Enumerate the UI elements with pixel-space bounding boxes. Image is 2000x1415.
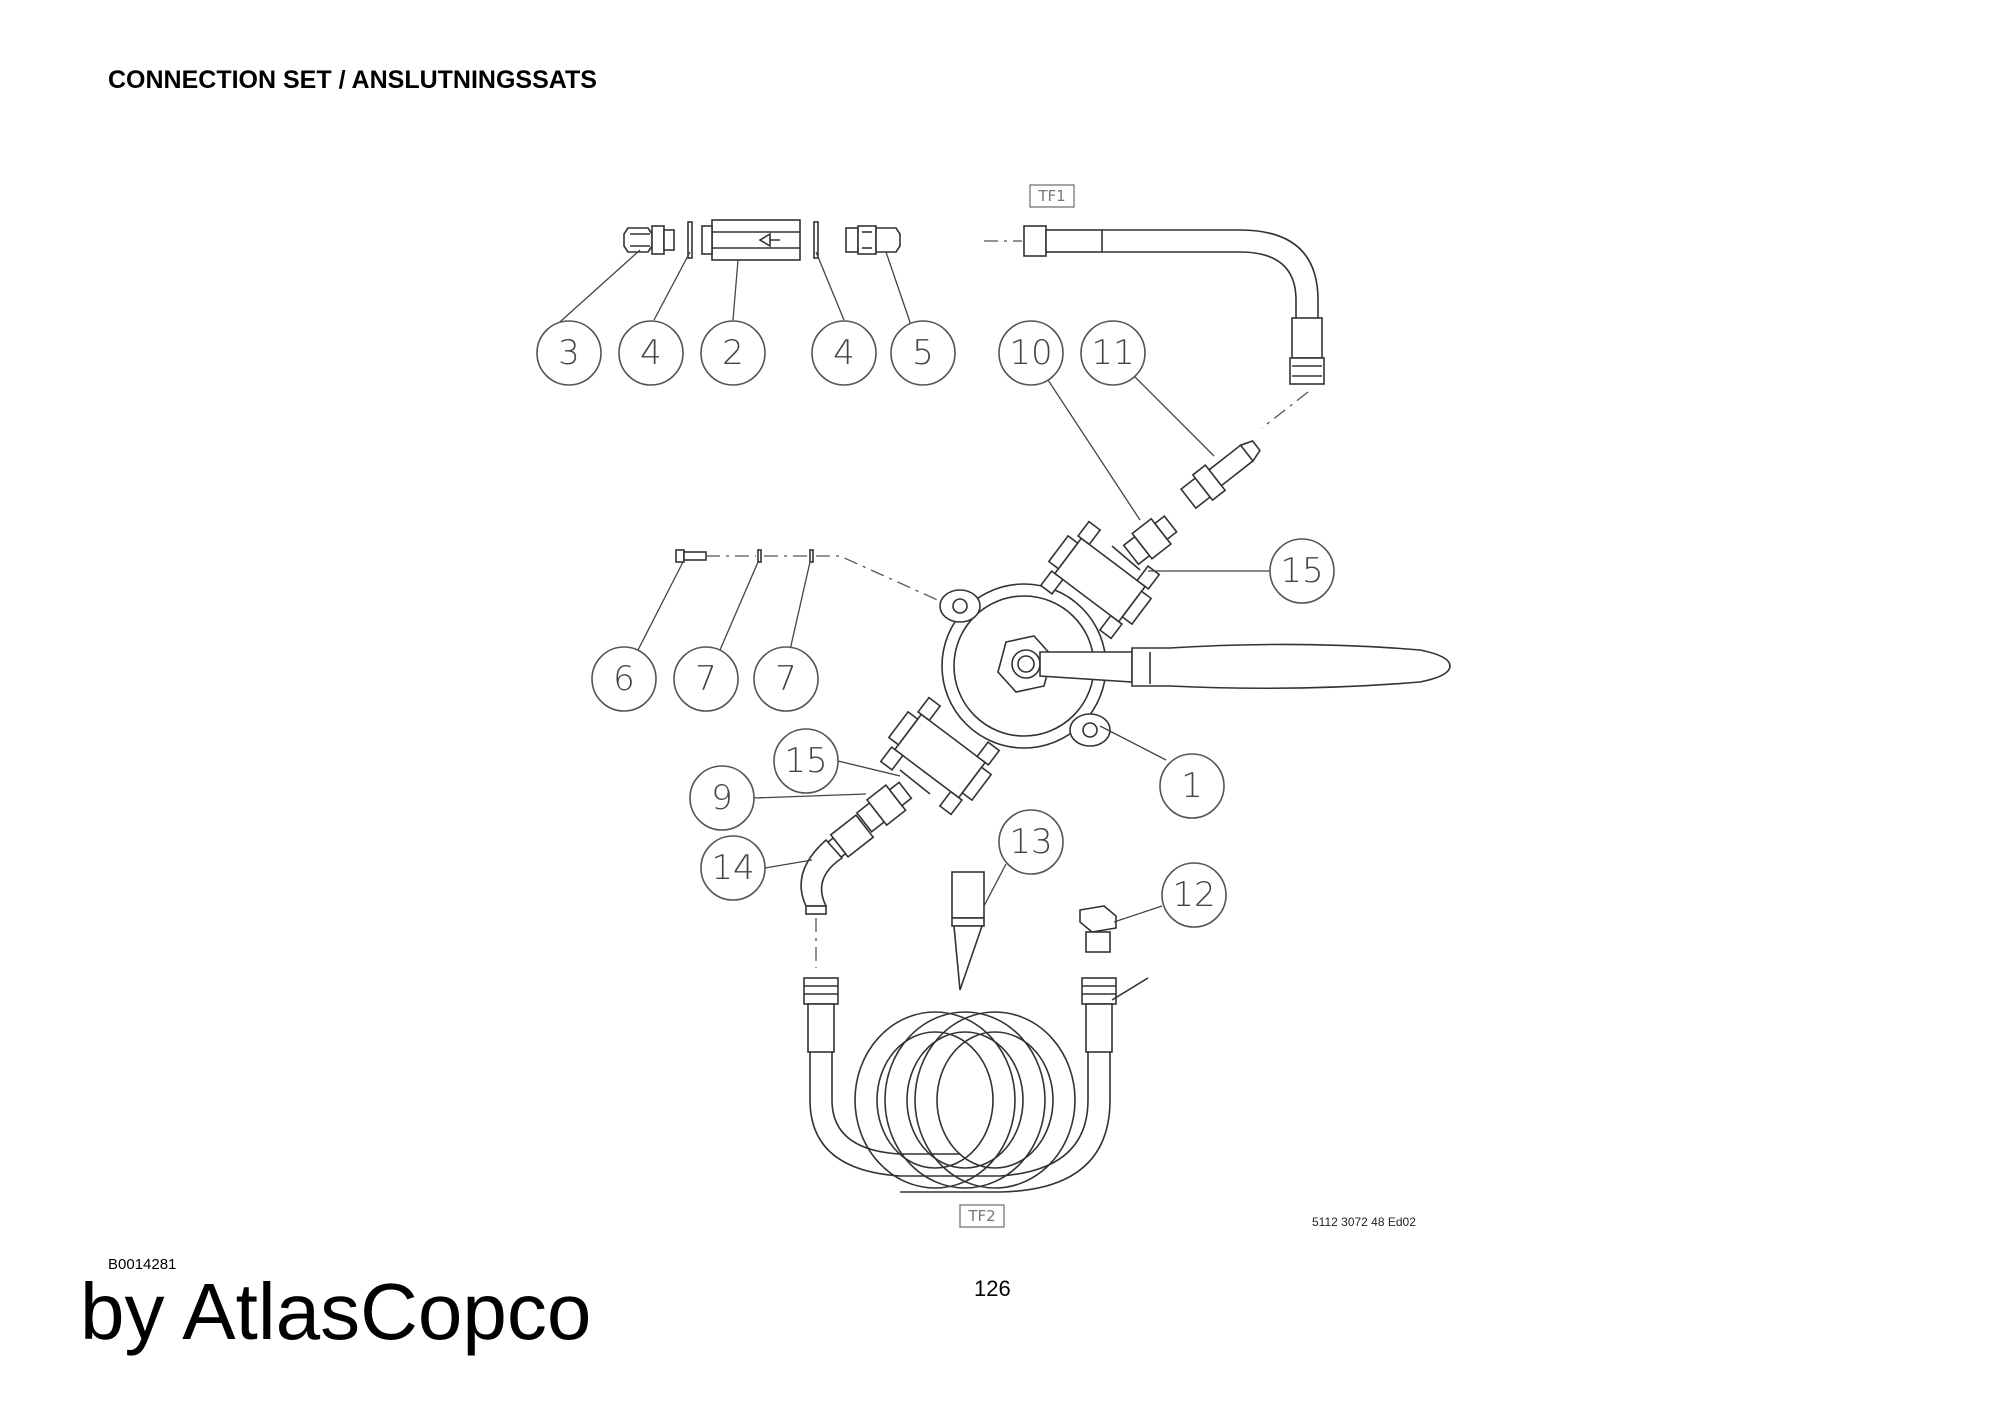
washer-part-4a — [687, 221, 693, 259]
fitting-part-9 — [855, 781, 913, 833]
fitting-part-11 — [1179, 440, 1261, 510]
document-code: B0014281 — [108, 1256, 177, 1273]
callout-15b: 15 — [773, 728, 839, 794]
fitting-part-10 — [1122, 514, 1178, 566]
callout-2: 2 — [700, 320, 766, 386]
plug-part-12 — [1079, 905, 1117, 953]
screw-part-6 — [675, 549, 707, 563]
svg-text:15: 15 — [784, 741, 827, 781]
svg-text:14: 14 — [711, 848, 754, 888]
svg-text:12: 12 — [1172, 875, 1215, 915]
fitting-part-3 — [623, 225, 675, 255]
callout-5: 5 — [890, 320, 956, 386]
svg-text:7: 7 — [775, 659, 797, 699]
fitting-part-5 — [845, 225, 901, 255]
callout-9: 9 — [689, 765, 755, 831]
washer-part-7a — [757, 549, 762, 563]
callout-4b: 4 — [811, 320, 877, 386]
svg-text:9: 9 — [711, 778, 733, 818]
callout-7a: 7 — [673, 646, 739, 712]
valve-body-part-2 — [701, 219, 801, 261]
hand-pump-part-1 — [879, 520, 1451, 816]
callout-6: 6 — [591, 646, 657, 712]
svg-text:5: 5 — [912, 333, 934, 373]
leader-lines — [550, 249, 1270, 923]
svg-text:4: 4 — [833, 333, 855, 373]
svg-text:2: 2 — [722, 333, 744, 373]
svg-text:11: 11 — [1091, 333, 1134, 373]
callout-4a: 4 — [618, 320, 684, 386]
hose-tf1 — [1023, 225, 1325, 385]
ref-label-tf1: TF1 — [1037, 187, 1065, 205]
gasket-part-15a — [1111, 545, 1141, 571]
washer-part-7b — [809, 549, 814, 563]
page-title: CONNECTION SET / ANSLUTNINGSSATS — [108, 66, 597, 94]
coiled-hose-tf2 — [803, 977, 1149, 1193]
svg-text:10: 10 — [1009, 333, 1052, 373]
svg-text:1: 1 — [1181, 766, 1203, 806]
svg-text:4: 4 — [640, 333, 662, 373]
callout-15a: 15 — [1269, 538, 1335, 604]
washer-part-4b — [813, 221, 819, 259]
callout-1: 1 — [1159, 753, 1225, 819]
svg-text:15: 15 — [1280, 551, 1323, 591]
callout-3: 3 — [536, 320, 602, 386]
callout-11: 11 — [1080, 320, 1146, 386]
svg-text:7: 7 — [695, 659, 717, 699]
callout-13: 13 — [998, 809, 1064, 875]
svg-text:6: 6 — [613, 659, 635, 699]
drawing-number: 5112 3072 48 Ed02 — [1312, 1215, 1416, 1229]
callout-14: 14 — [700, 835, 766, 901]
elbow-fitting-part-14 — [800, 813, 875, 915]
svg-text:13: 13 — [1009, 822, 1052, 862]
tool-part-13 — [951, 871, 985, 991]
page-number: 126 — [974, 1276, 1011, 1301]
callout-7b: 7 — [753, 646, 819, 712]
svg-text:3: 3 — [558, 333, 580, 373]
gasket-part-15b — [899, 769, 931, 795]
ref-label-tf2: TF2 — [967, 1207, 995, 1225]
callout-10: 10 — [998, 320, 1064, 386]
callout-12: 12 — [1161, 862, 1227, 928]
brand-footer: by AtlasCopco — [80, 1267, 592, 1356]
